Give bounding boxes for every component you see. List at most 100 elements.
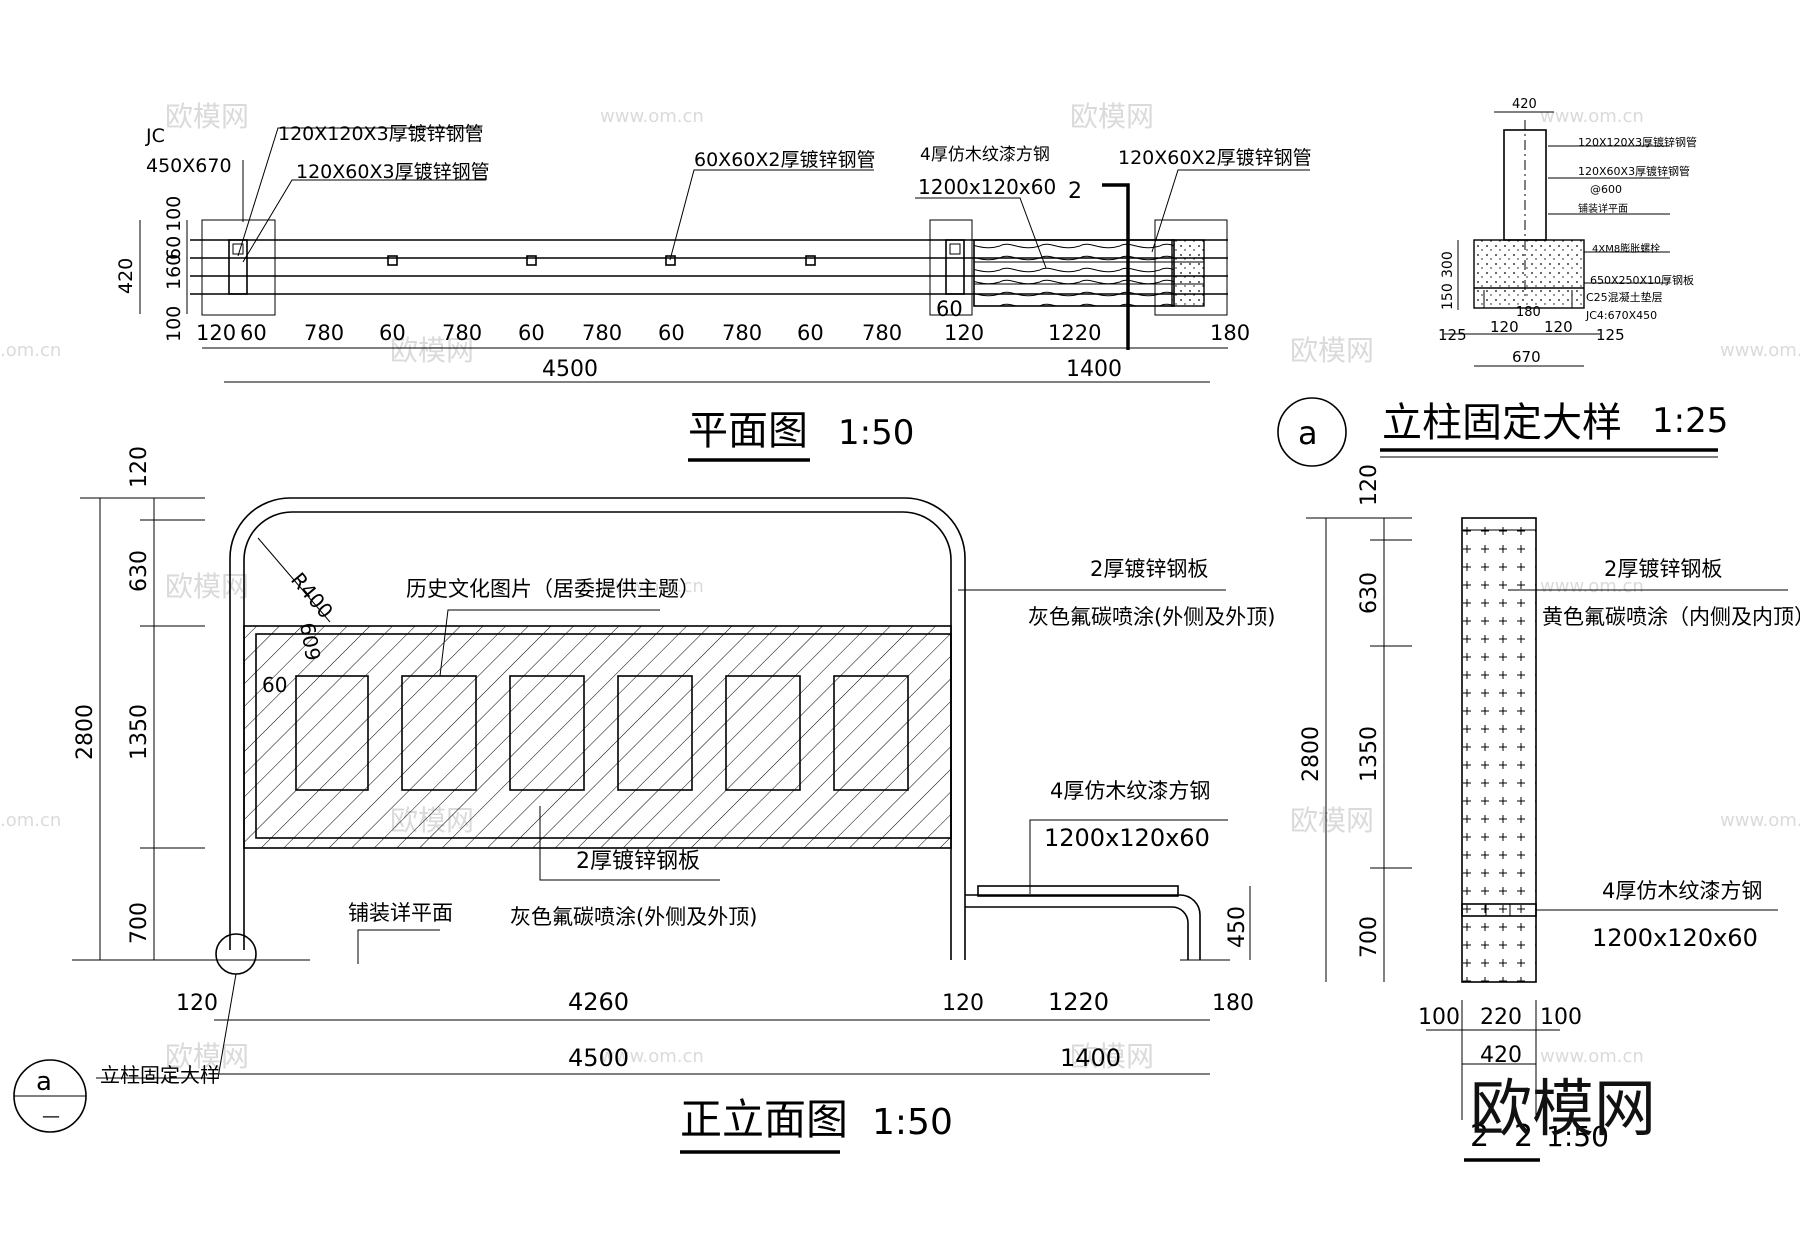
watermark-url: www.om.cn [1540, 1046, 1644, 1067]
elevation-dim-v: 120 [127, 446, 152, 488]
plan-dim-v: 60 [163, 236, 185, 260]
plan-label-jc: JC [145, 125, 165, 147]
section-dim-h: 100 [1418, 1005, 1460, 1030]
photo-frame-hatch [834, 676, 908, 790]
detail-a-marker-circle [1277, 397, 1347, 467]
elevation-seat-note-1: 4厚仿木纹漆方钢 [1050, 779, 1210, 803]
watermark-url: www.om.cn [600, 1046, 704, 1067]
plan-post [526, 255, 537, 266]
elevation-radius-line [257, 537, 331, 623]
plan-label-pipe-seat: 120X60X2厚镀锌钢管 [1118, 147, 1312, 169]
plan-section-mark: 2 [1068, 179, 1082, 204]
detail-a-note: 4XM8膨胀螺栓 [1592, 242, 1660, 255]
watermark-logo: 欧模网 [165, 1040, 249, 1073]
elevation-total-left: 4500 [568, 1044, 629, 1072]
plan-foundation-left [201, 219, 276, 316]
section-seat-note-2: 1200x120x60 [1592, 924, 1758, 952]
plan-column-right-inner [949, 243, 961, 255]
plan-dim-h: 60 [658, 321, 685, 345]
plan-label-pipe-mid: 60X60X2厚镀锌钢管 [694, 149, 875, 171]
section-dim-v-total: 2800 [1299, 726, 1324, 782]
plan-dim-v-total: 420 [115, 258, 137, 294]
front-elevation: R400 609 60 历史文化图片（居委提供主题） 2厚镀锌钢板 灰色氟碳喷涂… [13, 446, 1275, 1154]
plan-leader-seat [1151, 169, 1310, 253]
section-seat-note-1: 4厚仿木纹漆方钢 [1602, 879, 1762, 903]
detail-a-note: 650X250X10厚钢板 [1590, 273, 1694, 287]
detail-a-scale: 1:25 [1652, 401, 1728, 441]
plan-leader-wood [915, 197, 1047, 269]
elevation-detail-ref-marker: a [36, 1067, 52, 1097]
elevation-paving-leader [357, 929, 440, 964]
elevation-seat-frame [965, 894, 1201, 960]
detail-a-dim-v: 300 [1440, 251, 1456, 278]
plan-dim-h: 780 [582, 321, 622, 345]
detail-a-note: 120X60X3厚镀锌钢管 [1578, 164, 1690, 178]
elevation-detail-leader [217, 973, 237, 1079]
plan-dim-h: 1220 [1048, 321, 1101, 345]
elevation-total-right: 1400 [1060, 1044, 1121, 1072]
watermark-logo: 欧模网 [1070, 1040, 1154, 1073]
elevation-dim-v-total: 2800 [73, 704, 98, 760]
plan-dim-h: 120 [196, 321, 236, 345]
elevation-dim-v: 700 [127, 902, 152, 944]
elevation-frame-inner [243, 511, 952, 960]
watermark-logo: 欧模网 [165, 570, 249, 603]
plan-dim-h: 60 [936, 297, 963, 321]
elevation-dim-h: 180 [1212, 991, 1254, 1016]
section-dim-h: 100 [1540, 1005, 1582, 1030]
elevation-dim-60: 60 [262, 673, 287, 697]
photo-frame-hatch [510, 676, 584, 790]
plan-total-left: 4500 [542, 357, 598, 382]
photo-frame-hatch [402, 676, 476, 790]
elevation-photo-leader [439, 609, 660, 677]
watermark-logo: 欧模网 [1290, 334, 1374, 367]
watermark-url: www.om.cn [1720, 810, 1800, 831]
watermark-logo: 欧模网 [1290, 804, 1374, 837]
elevation-title: 正立面图 [680, 1095, 848, 1144]
plan-dim-h: 60 [518, 321, 545, 345]
watermark-url-partial: .om.cn [0, 340, 61, 361]
elevation-plate-note-1: 2厚镀锌钢板 [1090, 557, 1208, 581]
elevation-dim-h: 120 [176, 991, 218, 1016]
plan-dim-h: 780 [304, 321, 344, 345]
detail-a-dim-h: 125 [1438, 326, 1467, 344]
elevation-seat-note-2: 1200x120x60 [1044, 824, 1210, 852]
big-logo-watermark: 欧模网 [1470, 1072, 1656, 1145]
detail-a-dim-h: 120 [1544, 318, 1573, 336]
elevation-dim-h: 4260 [568, 988, 629, 1016]
section-dim-h: 220 [1480, 1005, 1522, 1030]
plan-leader-sub [242, 179, 486, 263]
elevation-radius: R400 [286, 568, 338, 623]
elevation-plate-note-2: 灰色氟碳喷涂(外侧及外顶) [1028, 605, 1275, 629]
plan-dim-h: 780 [722, 321, 762, 345]
elevation-seat-leader [1029, 819, 1228, 894]
plan-dim-h: 180 [1210, 321, 1250, 345]
elevation-dim-h: 1220 [1048, 988, 1109, 1016]
elevation-frame-outer [229, 497, 966, 960]
watermark-url: www.om.cn [600, 576, 704, 597]
plan-column-left-inner [232, 243, 244, 255]
elevation-photo-note: 历史文化图片（居委提供主题） [406, 577, 700, 601]
plan-scale: 1:50 [838, 413, 914, 453]
detail-a-title: 立柱固定大样 [1382, 400, 1622, 446]
elevation-panel-inner [255, 633, 952, 839]
detail-a-note: @600 [1590, 183, 1622, 196]
section-scale: 1:50 [1546, 1120, 1609, 1153]
elevation-seat-board [977, 885, 1179, 897]
plan-column-right [945, 239, 965, 295]
plan-dim-h: 120 [944, 321, 984, 345]
watermark-logo: 欧模网 [1070, 100, 1154, 133]
watermark-url: www.om.cn [1720, 340, 1800, 361]
plan-title: 平面图 [688, 408, 808, 454]
section-dim-v: 630 [1357, 572, 1382, 614]
plan-label-wood-size: 1200x120x60 [918, 175, 1056, 199]
section-plate-note-1: 2厚镀锌钢板 [1604, 557, 1722, 581]
section-plate-note-2: 黄色氟碳喷涂（内侧及内顶） [1542, 605, 1800, 629]
elevation-detail-callout [215, 933, 257, 975]
detail-a-notes: 120X120X3厚镀锌钢管 120X60X3厚镀锌钢管 @600 铺装详平面 … [1548, 135, 1697, 322]
watermark-url: www.om.cn [1540, 576, 1644, 597]
detail-a-dim-v: 150 [1440, 283, 1456, 310]
plan-label-wood-name: 4厚仿木纹漆方钢 [920, 145, 1050, 165]
plan-dim-h: 780 [442, 321, 482, 345]
elevation-scale: 1:50 [872, 1102, 953, 1143]
